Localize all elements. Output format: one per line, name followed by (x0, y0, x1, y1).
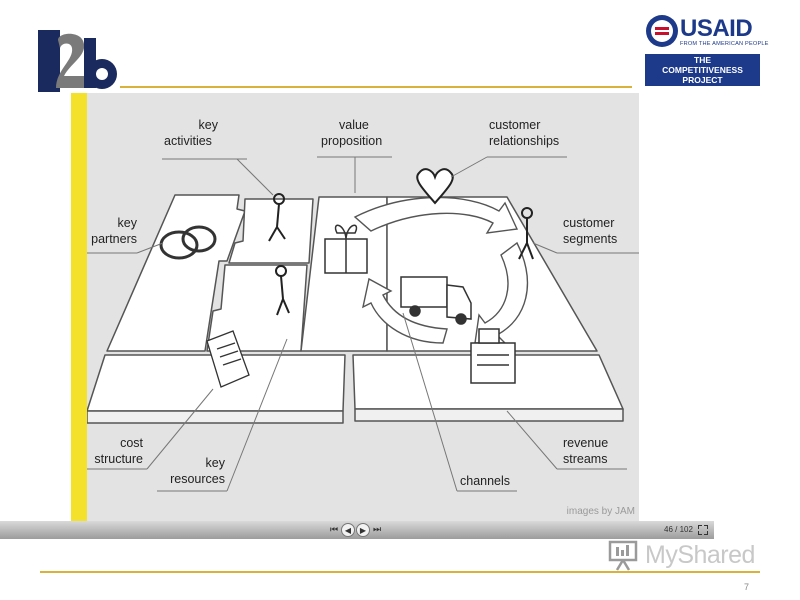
next-icon: ▶ (359, 526, 367, 535)
label-channels: channels (460, 473, 510, 489)
usaid-name: USAID (680, 15, 753, 42)
project-line: THE (694, 55, 711, 65)
label-cost-structure: cost structure (87, 435, 143, 467)
label-line: partners (91, 232, 137, 246)
label-line: resources (170, 472, 225, 486)
accent-bar (71, 93, 87, 521)
label-line: activities (164, 134, 212, 148)
label-line: customer (489, 118, 541, 132)
project-line: COMPETITIVENESS (662, 65, 743, 75)
label-line: key (117, 216, 137, 230)
next-button[interactable]: ▶ (356, 523, 370, 537)
skip-last-icon[interactable]: ⏭ (373, 524, 382, 534)
watermark-text: MyShared (645, 541, 755, 569)
label-value-proposition: value proposition (321, 117, 382, 149)
label-key-activities: key activities (164, 117, 218, 149)
competitiveness-project-badge: THE COMPETITIVENESS PROJECT (645, 54, 760, 86)
usaid-seal-icon (646, 15, 678, 47)
label-line: channels (460, 474, 511, 488)
label-key-resources: key resources (169, 455, 225, 487)
prev-button[interactable]: ◀ (341, 523, 355, 537)
usaid-tagline: FROM THE AMERICAN PEOPLE (680, 41, 769, 47)
label-line: key (205, 456, 225, 470)
skip-first-icon[interactable]: ⏮ (330, 524, 339, 534)
label-line: key (198, 118, 218, 132)
label-line: customer (563, 216, 615, 230)
canvas-drawing (87, 156, 639, 492)
slide-player-bar: ⏮ ◀ ▶ ⏭ 46 / 102 (0, 521, 714, 539)
label-key-partners: key partners (87, 215, 137, 247)
label-revenue-streams: revenue streams (563, 435, 608, 467)
presentation-board-icon (608, 540, 638, 571)
total-pages: / 102 (675, 525, 693, 534)
prev-icon: ◀ (344, 526, 352, 535)
label-customer-relationships: customer relationships (489, 117, 559, 149)
business-model-canvas-illustration: key activities value proposition custome… (87, 93, 639, 521)
page-counter: 46 / 102 (664, 525, 693, 534)
project-line: PROJECT (682, 75, 723, 85)
label-line: relationships (489, 134, 560, 148)
current-page: 46 (664, 525, 673, 534)
2b-logo (38, 30, 117, 92)
header-rule (120, 86, 632, 88)
label-line: proposition (321, 134, 383, 148)
label-line: streams (563, 452, 608, 466)
fullscreen-icon[interactable] (698, 525, 708, 535)
label-customer-segments: customer segments (563, 215, 617, 247)
label-line: value (339, 118, 369, 132)
slide-number: 7 (744, 582, 750, 592)
footer-rule (40, 571, 760, 573)
label-line: revenue (563, 436, 609, 450)
label-line: structure (94, 452, 143, 466)
label-line: cost (120, 436, 143, 450)
myshared-watermark: MyShared (607, 538, 767, 572)
label-line: segments (563, 232, 618, 246)
image-credit: images by JAM (566, 506, 635, 517)
